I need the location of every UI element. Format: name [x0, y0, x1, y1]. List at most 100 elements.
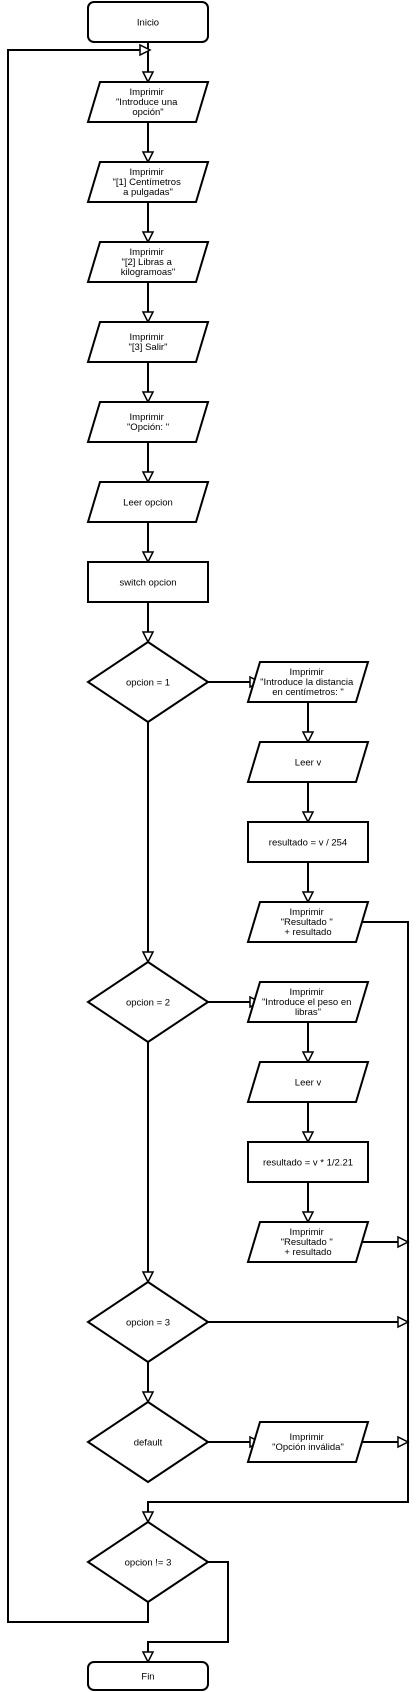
decision-option-2: opcion = 2 — [86, 960, 210, 1044]
decision-loop-check: opcion != 3 — [86, 1520, 210, 1604]
svg-text:Imprimir "Resultado ": Imprimir "Resultado " + resultado — [281, 907, 336, 938]
case2-print-line: Imprimir — [290, 987, 324, 998]
svg-text:Imprimir "Introduce la d: Imprimir "Introduce la distancia en cent… — [260, 667, 356, 698]
print-prompt-line: "Opción: " — [127, 422, 169, 433]
svg-text:Imprimir "Introduce una: Imprimir "Introduce una opción" — [116, 87, 180, 118]
case2-print-line: "Introduce el peso en — [262, 997, 351, 1008]
print-option-3-node: Imprimir "[3] Salir" — [86, 321, 210, 363]
print-option-2-node: Imprimir "[2] Libras a kilogramoas" — [86, 241, 210, 283]
print-option-1-line: a pulgadas" — [123, 187, 173, 198]
decision-option-2-label: opcion = 2 — [126, 998, 170, 1009]
case1-calc-node: resultado = v / 254 — [247, 821, 369, 863]
switch-node: switch opcion — [87, 561, 209, 603]
case1-result-line: "Resultado " — [281, 917, 333, 928]
svg-text:Imprimir "[1] Centímetr: Imprimir "[1] Centímetros a pulgadas" — [113, 167, 184, 198]
case2-read-label: Leer v — [295, 1078, 322, 1089]
case1-result-line: Imprimir — [290, 907, 324, 918]
print-option-3-line: Imprimir — [130, 332, 164, 343]
read-option-node: Leer opcion — [86, 481, 210, 523]
print-prompt-line: Imprimir — [130, 412, 164, 423]
case2-print-line: libras" — [295, 1007, 321, 1018]
print-option-2-line: kilogramoas" — [121, 267, 176, 278]
default-print-line: Imprimir — [290, 1432, 324, 1443]
svg-text:Imprimir "[3] Salir": Imprimir "[3] Salir" — [129, 332, 168, 353]
switch-label: switch opcion — [119, 578, 176, 589]
print-prompt-node: Imprimir "Opción: " — [86, 401, 210, 443]
arrow-head-icon — [141, 1651, 155, 1664]
arrow-head-icon — [141, 1391, 155, 1404]
svg-text:Imprimir "Opción: ": Imprimir "Opción: " — [127, 412, 169, 433]
case1-read-node: Leer v — [246, 741, 370, 783]
print-intro-line: "Introduce una — [116, 97, 178, 108]
arrow-head-icon — [301, 1131, 315, 1144]
case1-print-node: Imprimir "Introduce la distancia en cent… — [246, 661, 370, 703]
arrow-head-icon — [139, 43, 152, 57]
case2-calc-label: resultado = v * 1/2.21 — [263, 1158, 353, 1169]
case2-result-line: Imprimir — [290, 1227, 324, 1238]
case1-result-node: Imprimir "Resultado " + resultado — [246, 901, 370, 943]
edge-loop-back — [7, 49, 149, 1623]
arrow-head-icon — [301, 1051, 315, 1064]
decision-option-1-label: opcion = 1 — [126, 678, 170, 689]
arrow-head-icon — [141, 631, 155, 644]
case2-print-node: Imprimir "Introduce el peso en libras" — [246, 981, 370, 1023]
case1-read-label: Leer v — [295, 758, 322, 769]
read-option-label: Leer opcion — [123, 498, 173, 509]
arrow-head-icon — [397, 1235, 410, 1249]
default-print-line: "Opción inválida" — [272, 1442, 344, 1453]
arrow-heads — [139, 43, 410, 1664]
print-option-1-line: "[1] Centímetros — [113, 177, 182, 188]
print-option-2-line: Imprimir — [130, 247, 164, 258]
arrow-head-icon — [141, 951, 155, 964]
svg-text:Imprimir "Resultado ": Imprimir "Resultado " + resultado — [281, 1227, 336, 1258]
svg-text:Imprimir "[2] Libras a: Imprimir "[2] Libras a kilogramoas" — [121, 247, 176, 278]
arrow-head-icon — [141, 71, 155, 84]
arrow-head-icon — [141, 231, 155, 244]
case1-result-line: + resultado — [284, 927, 331, 938]
arrow-head-icon — [301, 891, 315, 904]
case2-result-line: + resultado — [284, 1247, 331, 1258]
case1-print-line: "Introduce la distancia — [260, 677, 354, 688]
edge-c1result-merge — [147, 921, 409, 1512]
arrow-head-icon — [397, 1435, 410, 1449]
decision-default-label: default — [134, 1438, 163, 1449]
decision-loop-check-label: opcion != 3 — [125, 1558, 172, 1569]
case2-read-node: Leer v — [246, 1061, 370, 1103]
print-option-2-line: "[2] Libras a — [121, 257, 172, 268]
edges — [7, 42, 409, 1652]
start-node-label: Inicio — [137, 18, 159, 29]
decision-option-1: opcion = 1 — [86, 640, 210, 724]
edge-loop-exit — [147, 1561, 229, 1652]
arrow-head-icon — [301, 1211, 315, 1224]
arrow-head-icon — [141, 151, 155, 164]
svg-text:Imprimir "Opción inválid: Imprimir "Opción inválida" — [272, 1432, 344, 1453]
case2-result-node: Imprimir "Resultado " + resultado — [246, 1221, 370, 1263]
case2-calc-node: resultado = v * 1/2.21 — [247, 1141, 369, 1183]
case2-result-line: "Resultado " — [281, 1237, 333, 1248]
case1-print-line: Imprimir — [290, 667, 324, 678]
default-print-node: Imprimir "Opción inválida" — [246, 1421, 370, 1463]
arrow-head-icon — [301, 811, 315, 824]
arrow-head-icon — [141, 1271, 155, 1284]
case1-calc-label: resultado = v / 254 — [269, 838, 347, 849]
svg-text:Imprimir "Introduce el p: Imprimir "Introduce el peso en libras" — [262, 987, 354, 1018]
print-option-1-node: Imprimir "[1] Centímetros a pulgadas" — [86, 161, 210, 203]
arrow-head-icon — [397, 1315, 410, 1329]
arrow-head-icon — [141, 471, 155, 484]
decision-default: default — [86, 1400, 210, 1484]
end-node: Fin — [87, 1661, 209, 1691]
arrow-head-icon — [141, 1511, 155, 1524]
end-node-label: Fin — [141, 1672, 154, 1683]
arrow-head-icon — [141, 311, 155, 324]
print-option-3-line: "[3] Salir" — [129, 342, 168, 353]
print-option-1-line: Imprimir — [130, 167, 164, 178]
arrow-head-icon — [141, 391, 155, 404]
arrow-head-icon — [141, 551, 155, 564]
decision-option-3-label: opcion = 3 — [126, 1318, 170, 1329]
print-intro-line: opción" — [132, 107, 163, 118]
start-node: Inicio — [87, 1, 209, 43]
case1-print-line: en centímetros: " — [272, 687, 344, 698]
print-intro-line: Imprimir — [130, 87, 164, 98]
decision-option-3: opcion = 3 — [86, 1280, 210, 1364]
